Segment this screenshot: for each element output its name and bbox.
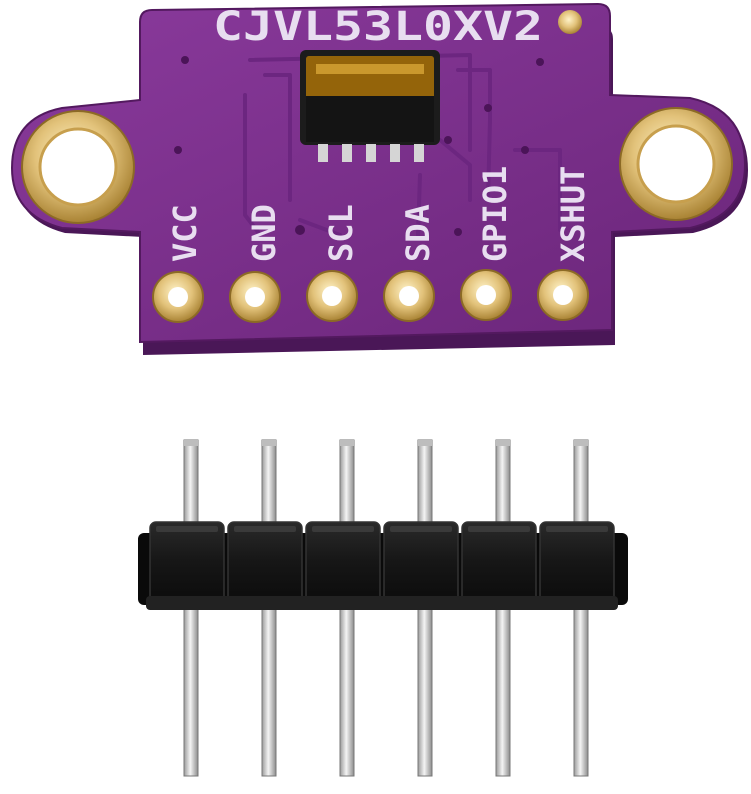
pcb-traces bbox=[243, 53, 562, 237]
header-block bbox=[383, 521, 459, 603]
pcb-board: CJVL53L0XV2 VCC GND SCL SDA GPIO1 XS bbox=[10, 2, 748, 355]
header-block bbox=[461, 521, 537, 603]
model-label: CJVL53L0XV2 bbox=[213, 4, 543, 50]
pin-pad-sda bbox=[383, 270, 435, 322]
pin-label-scl: SCL bbox=[322, 204, 360, 262]
pin-labels: VCC GND SCL SDA GPIO1 XSHUT bbox=[166, 166, 592, 262]
header-housing bbox=[138, 521, 628, 610]
pin-header bbox=[138, 439, 628, 777]
pin-pad-gpio1 bbox=[460, 269, 512, 321]
header-block bbox=[149, 521, 225, 603]
pin-label-sda: SDA bbox=[399, 204, 437, 262]
test-pad bbox=[558, 10, 582, 34]
pin-pad-scl bbox=[306, 270, 358, 322]
pin-label-gnd: GND bbox=[245, 204, 283, 262]
pin-label-gpio1: GPIO1 bbox=[476, 166, 514, 262]
pcb-vias bbox=[174, 56, 544, 236]
mounting-hole-left bbox=[21, 110, 135, 224]
header-block bbox=[305, 521, 381, 603]
pin-pad-vcc bbox=[152, 271, 204, 323]
pin-pad-xshut bbox=[537, 269, 589, 321]
pin-label-vcc: VCC bbox=[166, 204, 204, 262]
pin-pad-gnd bbox=[229, 271, 281, 323]
pin-label-xshut: XSHUT bbox=[554, 166, 592, 262]
mounting-hole-right bbox=[619, 107, 733, 221]
pin-pads bbox=[152, 269, 589, 323]
header-block bbox=[227, 521, 303, 603]
header-block bbox=[539, 521, 615, 603]
sensor-chip bbox=[300, 50, 440, 162]
